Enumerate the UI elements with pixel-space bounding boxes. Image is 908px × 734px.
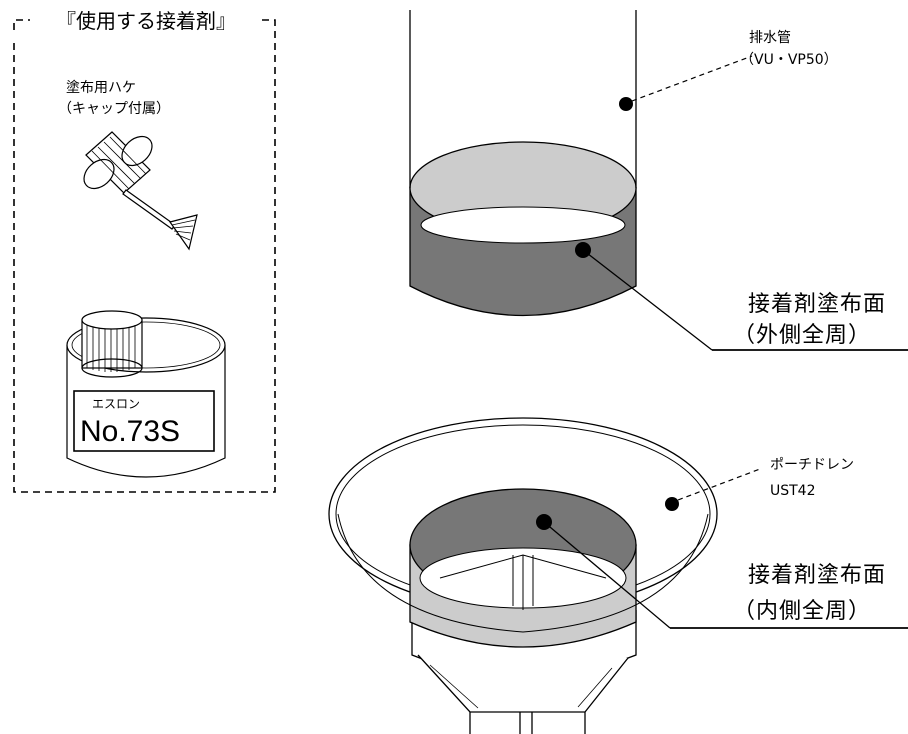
porch-drain-dot — [665, 497, 679, 511]
pipe-coating-label-line1: 接着剤塗布面 — [748, 292, 886, 317]
brush-label-line1: 塗布用ハケ — [66, 79, 136, 96]
drain-pipe-label-line1: 排水管 — [749, 30, 791, 46]
porch-drain-label-line2: UST42 — [770, 483, 816, 499]
drain-coating-label-line1: 接着剤塗布面 — [748, 563, 886, 588]
drain-pipe-label-line2: （VU・VP50） — [740, 52, 838, 68]
pipe-coating-callout: 接着剤塗布面 （外側全周） — [575, 242, 908, 351]
porch-drain-illustration — [328, 417, 718, 734]
adhesive-box-title: 『使用する接着剤』 — [56, 9, 236, 33]
adhesive-box-border — [13, 19, 276, 493]
drain-coating-callout: 接着剤塗布面 （内側全周） — [536, 514, 908, 629]
drain-pipe-callout: 排水管 （VU・VP50） — [619, 30, 838, 111]
pipe-callout-dot — [619, 97, 633, 111]
can-brand-text: エスロン — [92, 397, 140, 411]
porch-drain-label-line1: ポーチドレン — [770, 457, 854, 473]
adhesive-box: 『使用する接着剤』 塗布用ハケ （キャップ付属） — [13, 9, 276, 493]
porch-drain-callout: ポーチドレン UST42 — [665, 457, 854, 511]
pipe-coating-label-line2: （外側全周） — [733, 323, 871, 348]
brush-label-line2: （キャップ付属） — [58, 101, 170, 117]
drain-pipe-illustration — [409, 10, 637, 317]
can-label-panel — [73, 390, 215, 452]
brush-illustration — [83, 131, 198, 251]
adhesive-can-illustration — [66, 310, 226, 478]
drain-coating-label-line2: （内側全周） — [733, 599, 871, 624]
can-model-text: No.73S — [80, 415, 180, 448]
